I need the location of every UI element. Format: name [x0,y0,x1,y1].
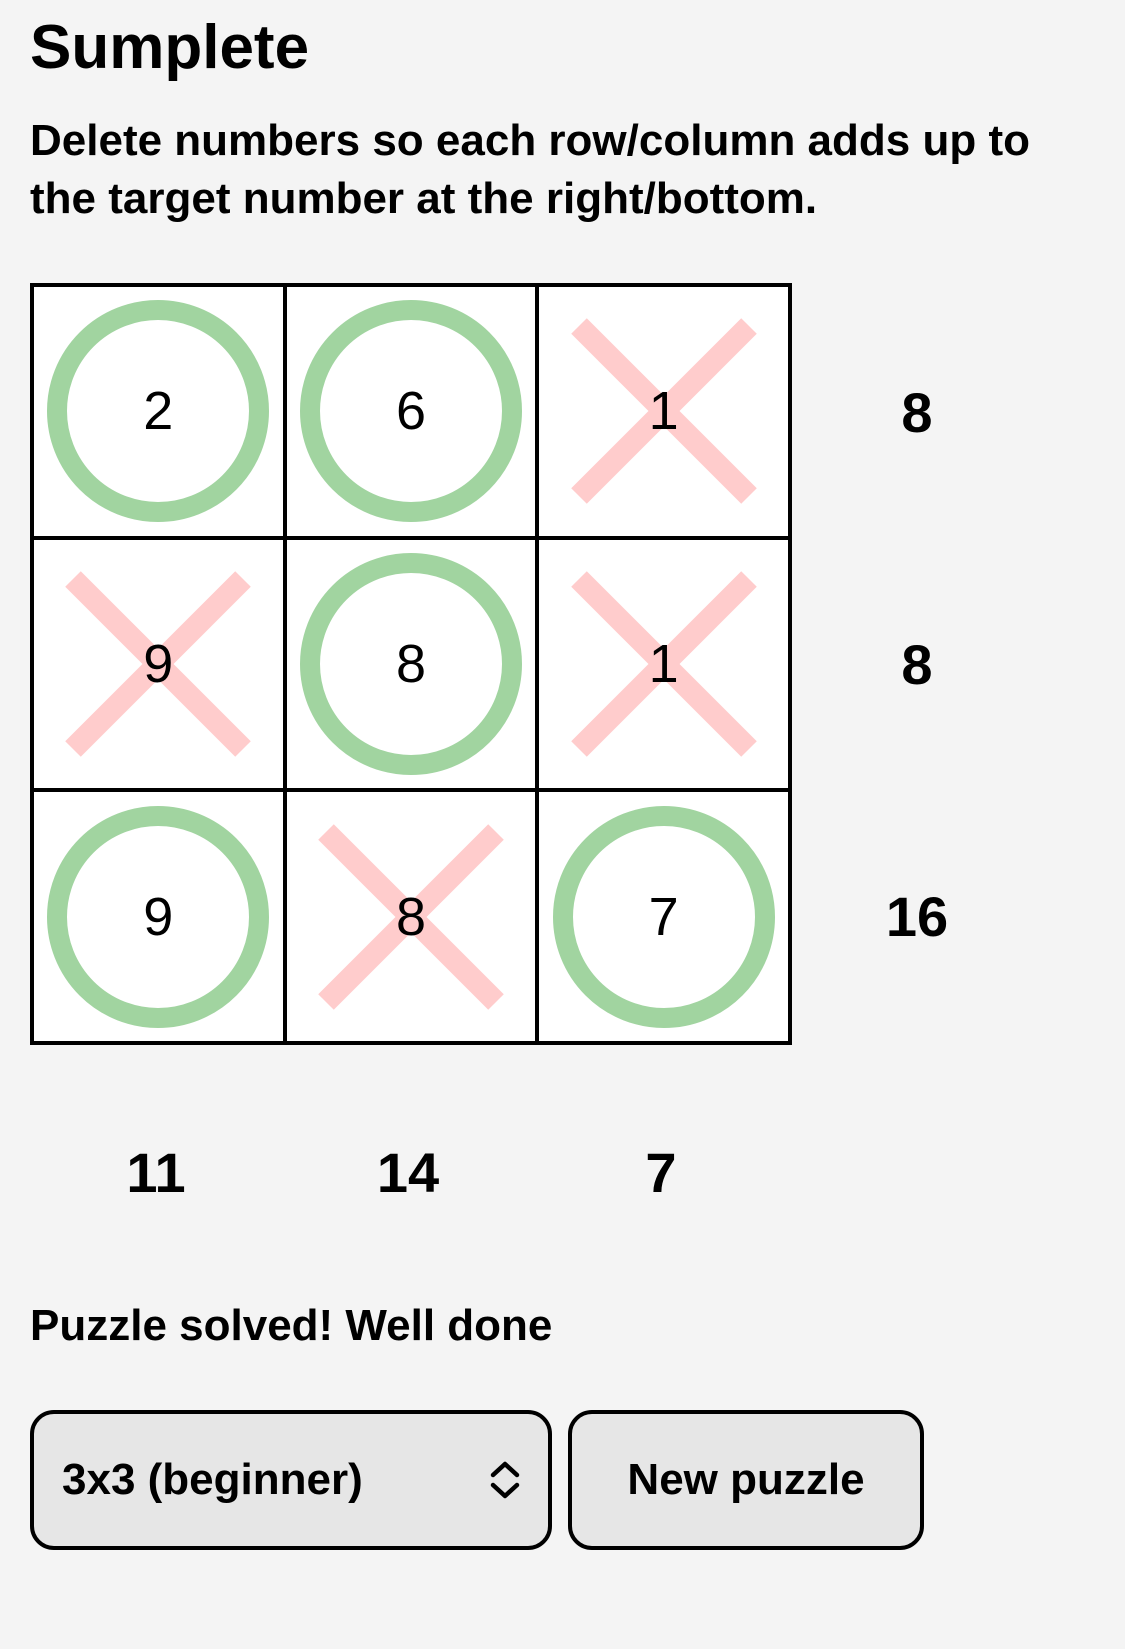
difficulty-select[interactable]: 3x3 (beginner) [30,1410,552,1550]
kept-circle-mark [299,552,522,775]
deleted-cross-mark [318,823,504,1010]
new-puzzle-button[interactable]: New puzzle [568,1410,924,1550]
grid-cell[interactable]: 8 [286,539,536,789]
cell-number: 8 [395,633,427,694]
cell-number: 1 [648,381,679,442]
row-target: 16 [885,885,949,948]
puzzle-grid: 2 6 1 9 8 1 9 8 7 [30,283,792,1045]
grid-cell[interactable]: 1 [539,287,788,536]
cell-number: 1 [648,633,679,694]
deleted-cross-mark [65,571,252,757]
cell-number: 2 [143,381,174,442]
grid-cell[interactable]: 2 [34,287,283,536]
row-target: 8 [901,381,933,444]
grid-cell[interactable]: 9 [34,792,283,1041]
kept-circle-mark [47,300,270,523]
deleted-cross-mark [570,318,757,505]
kept-circle-mark [47,805,270,1028]
kept-circle-mark [552,805,775,1028]
cell-number: 9 [143,633,174,694]
column-target: 14 [376,1141,440,1204]
status-message: Puzzle solved! Well done [30,1301,553,1350]
grid-cell[interactable]: 6 [286,287,536,536]
page-title: Sumplete [30,13,310,82]
cell-number: 8 [395,886,427,947]
grid-cell[interactable]: 1 [539,539,788,789]
kept-circle-mark [299,300,522,523]
column-target: 7 [645,1141,677,1204]
cell-number: 7 [648,886,679,947]
difficulty-selected-value: 3x3 (beginner) [62,1455,363,1504]
column-target: 11 [126,1141,186,1204]
cell-number: 9 [143,886,174,947]
grid-cell[interactable]: 9 [34,539,283,789]
grid-cell[interactable]: 8 [286,792,536,1041]
grid-cell[interactable]: 7 [539,792,788,1041]
row-target: 8 [901,633,933,696]
cell-number: 6 [395,381,427,442]
deleted-cross-mark [570,571,757,757]
instructions-text: Delete numbers so each row/column adds u… [30,116,1030,223]
chevron-up-down-icon [490,1461,520,1499]
